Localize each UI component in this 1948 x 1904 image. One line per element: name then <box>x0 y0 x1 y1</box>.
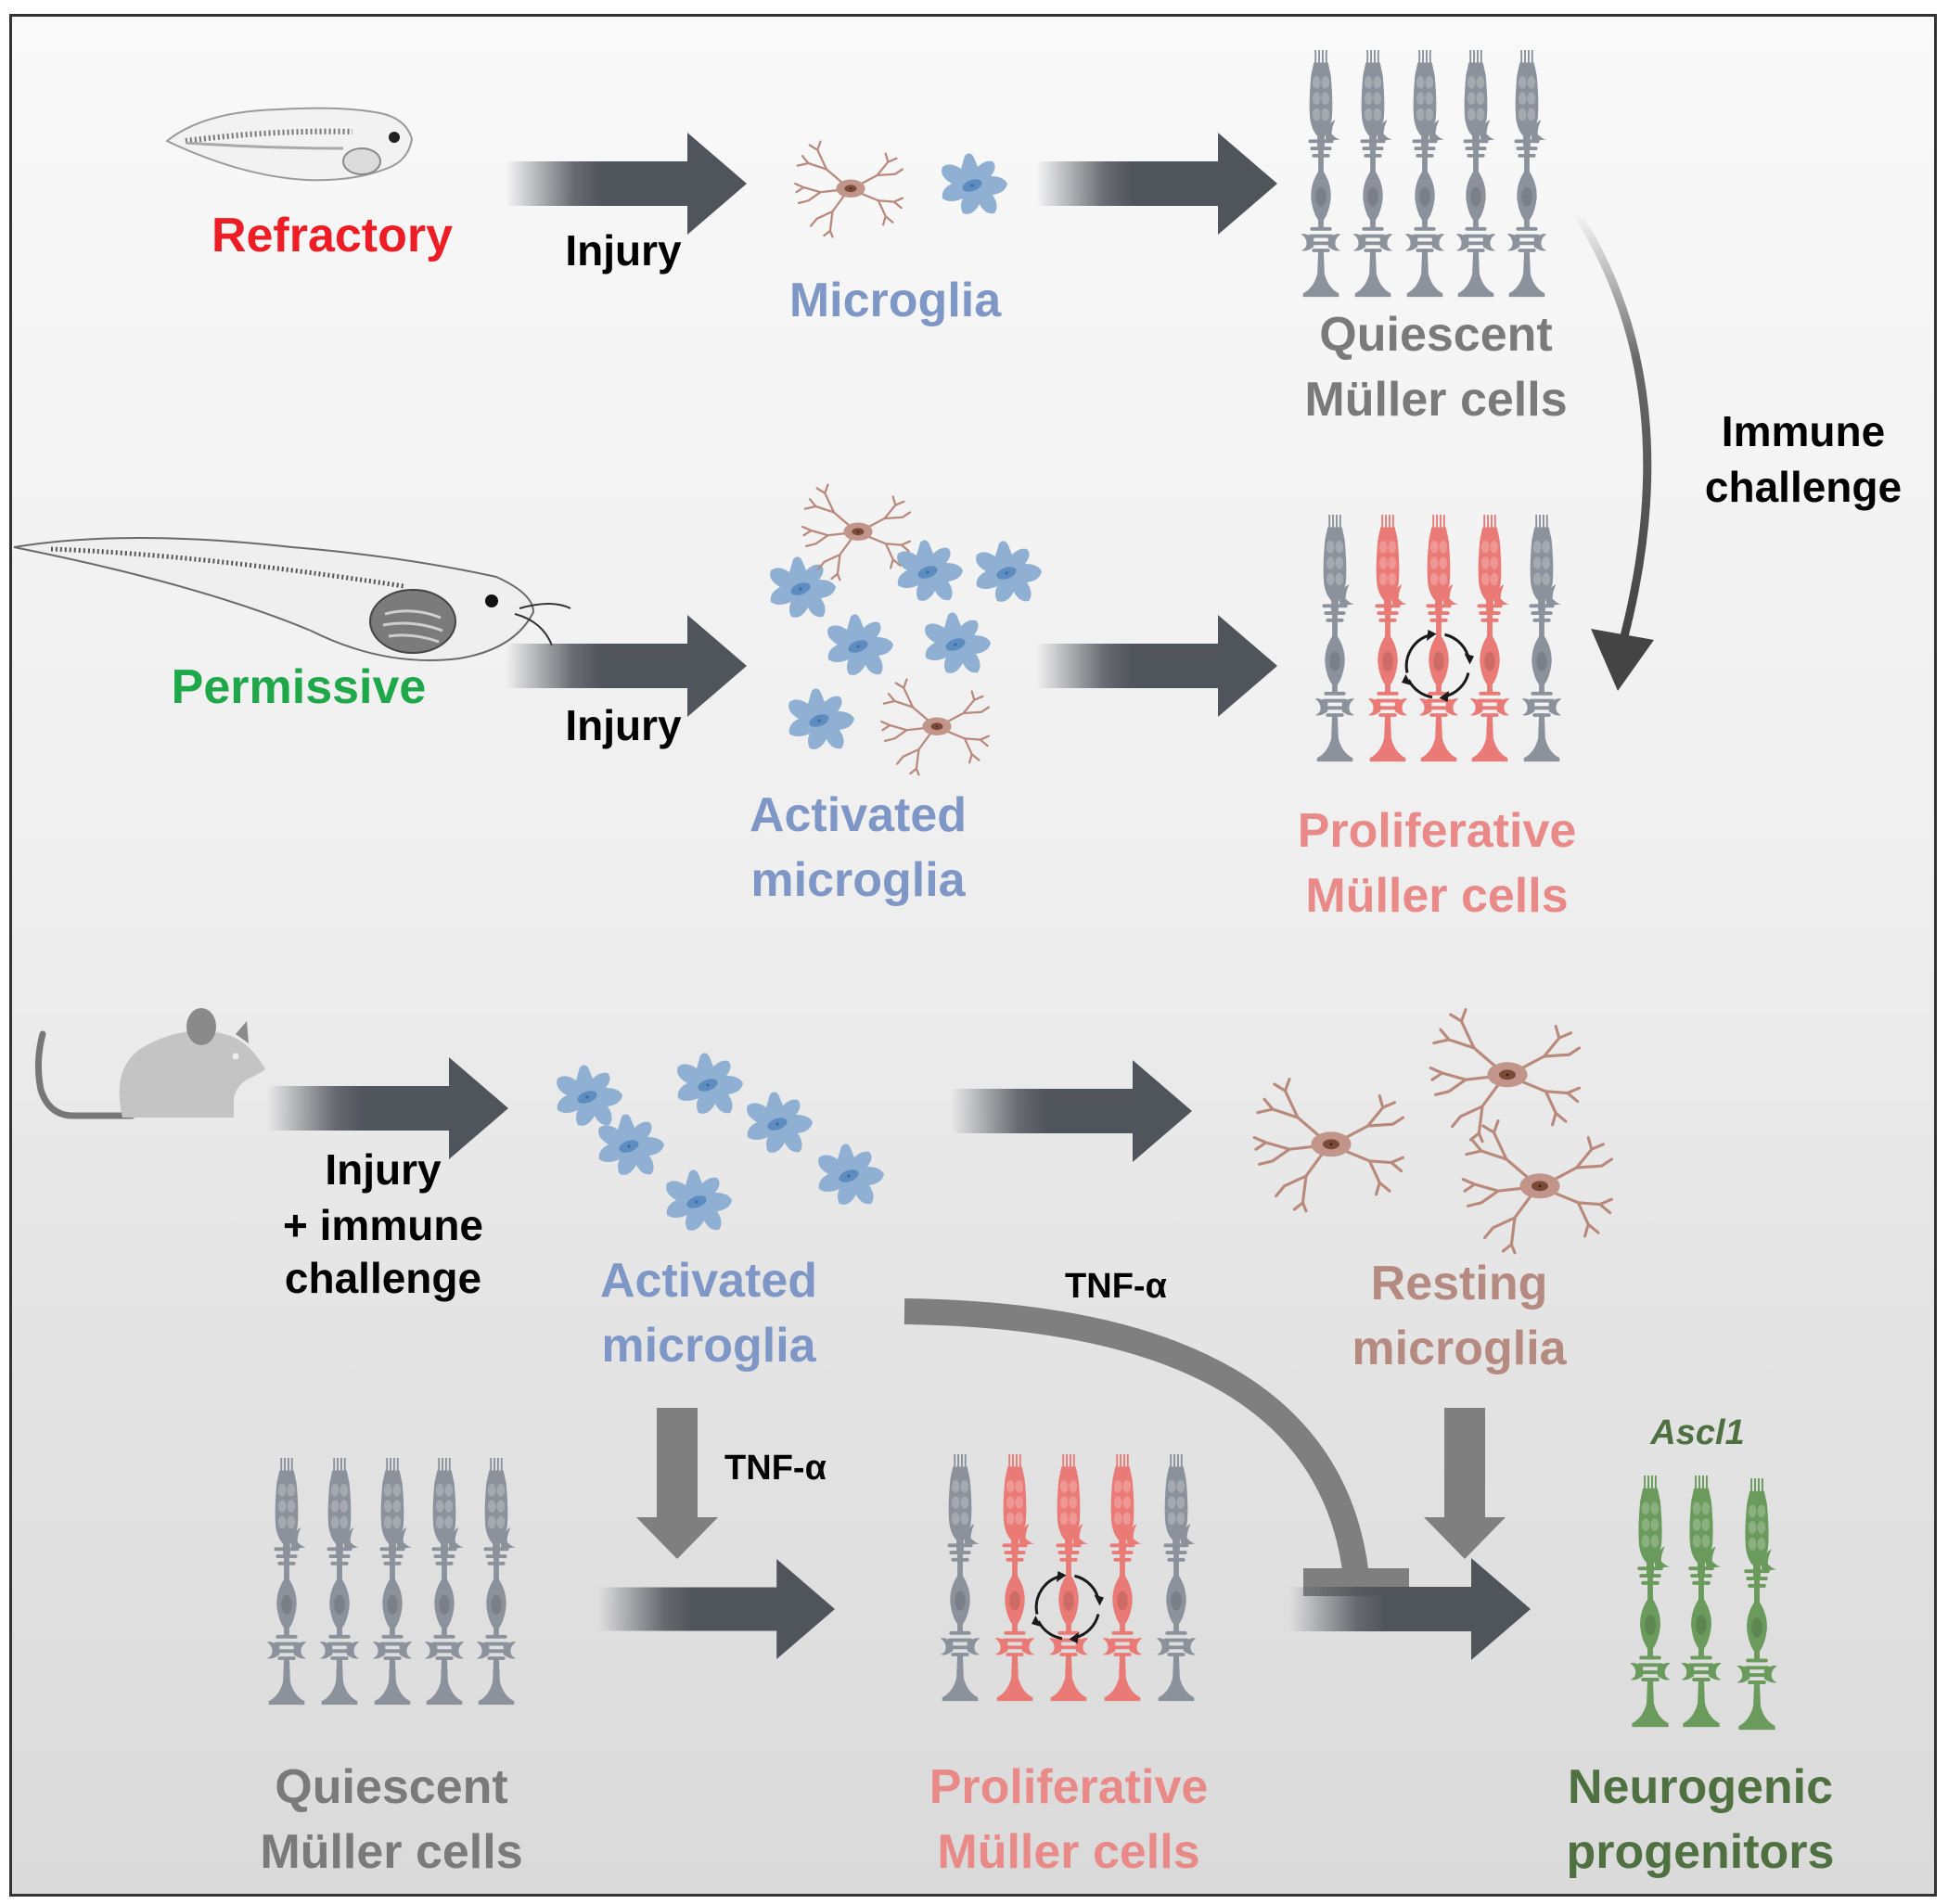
tadpole-icon <box>165 107 414 182</box>
activated-line2: microglia <box>750 853 966 908</box>
activated-microglia-label-row3: Activated microglia <box>600 1254 817 1373</box>
injury-immune-arrow-row3 <box>267 1057 508 1159</box>
tadpole-late-icon <box>13 537 571 661</box>
resting-line2: microglia <box>1352 1322 1567 1376</box>
neurogenic-progenitor-cells <box>1630 1476 1777 1731</box>
activated-microglia-label-row2: Activated microglia <box>750 788 967 907</box>
injury-label-row2: Injury <box>565 701 682 749</box>
quiescent-muller-cells-row1 <box>1301 50 1547 298</box>
proliferative-muller-label-row2: Proliferative Müller cells <box>1298 804 1577 923</box>
amoeboid-microglia-icon <box>942 153 1007 214</box>
quiescent-line2: Müller cells <box>1304 373 1568 428</box>
tnf-down-arrow <box>636 1408 718 1559</box>
tnf-alpha-inhibit-label: TNF-α <box>1065 1267 1167 1306</box>
proliferative-muller-cells-row3 <box>940 1454 1197 1702</box>
neurogenic-line1: Neurogenic <box>1567 1760 1834 1814</box>
proliferative-muller-label-row3: Proliferative Müller cells <box>929 1760 1209 1879</box>
injury-arrow-row1 <box>506 133 747 235</box>
microglia-label: Microglia <box>788 274 1002 327</box>
immune-challenge-arrow <box>1573 211 1654 691</box>
quiescent-muller-label-row1: Quiescent Müller cells <box>1304 308 1567 427</box>
resting-microglia-cluster <box>1252 1008 1613 1255</box>
condition-label-permissive: Permissive <box>171 660 427 714</box>
activated-line1: Activated <box>599 1254 818 1308</box>
neurogenic-progenitors-label: Neurogenic progenitors <box>1567 1760 1835 1879</box>
figure-frame <box>9 14 1937 1897</box>
arrow-row1-to-muller <box>1036 133 1277 235</box>
condition-label-refractory: Refractory <box>211 209 454 262</box>
injury-line2: + immune <box>282 1200 484 1249</box>
mouse-icon <box>34 1008 265 1119</box>
resting-down-arrow <box>1424 1408 1506 1559</box>
ascl1-gene-label: Ascl1 <box>1650 1413 1745 1452</box>
proliferative-line2: Müller cells <box>937 1825 1200 1880</box>
immune-line2: challenge <box>1704 462 1903 511</box>
immune-line1: Immune <box>1721 407 1886 455</box>
arrow-activated-to-resting <box>951 1060 1192 1162</box>
resting-microglia-label: Resting microglia <box>1352 1257 1566 1375</box>
injury-line1: Injury <box>325 1145 442 1194</box>
quiescent-muller-label-row3: Quiescent Müller cells <box>260 1760 522 1879</box>
proliferative-line1: Proliferative <box>929 1760 1209 1814</box>
tnf-alpha-down-label: TNF-α <box>724 1449 827 1488</box>
neurogenic-line2: progenitors <box>1566 1825 1835 1880</box>
activated-microglia-cluster-row3 <box>557 1053 884 1231</box>
quiescent-line2: Müller cells <box>260 1825 523 1880</box>
proliferative-muller-cells-row2 <box>1314 515 1562 762</box>
arrow-row2-to-muller <box>1036 615 1277 717</box>
proliferative-line1: Proliferative <box>1297 804 1577 858</box>
quiescent-line1: Quiescent <box>1319 308 1553 362</box>
immune-challenge-label: Immune challenge <box>1704 407 1903 511</box>
ramified-microglia-icon <box>794 140 904 238</box>
proliferative-line2: Müller cells <box>1305 869 1569 924</box>
activated-line2: microglia <box>601 1319 816 1374</box>
quiescent-muller-cells-row3 <box>266 1458 517 1706</box>
injury-line3: challenge <box>284 1254 482 1303</box>
activated-line1: Activated <box>749 788 968 842</box>
ramified-microglia-icon <box>880 678 991 776</box>
microglia-pair-row1 <box>794 140 1007 238</box>
injury-immune-label: Injury + immune challenge <box>282 1145 484 1303</box>
activated-microglia-cluster-row2 <box>770 483 1042 776</box>
injury-label-row1: Injury <box>565 226 682 275</box>
quiescent-line1: Quiescent <box>275 1760 508 1814</box>
resting-line1: Resting <box>1370 1257 1548 1310</box>
arrow-quiescent-to-proliferative <box>598 1559 835 1659</box>
tnf-inhibition-arrow <box>904 1298 1409 1596</box>
